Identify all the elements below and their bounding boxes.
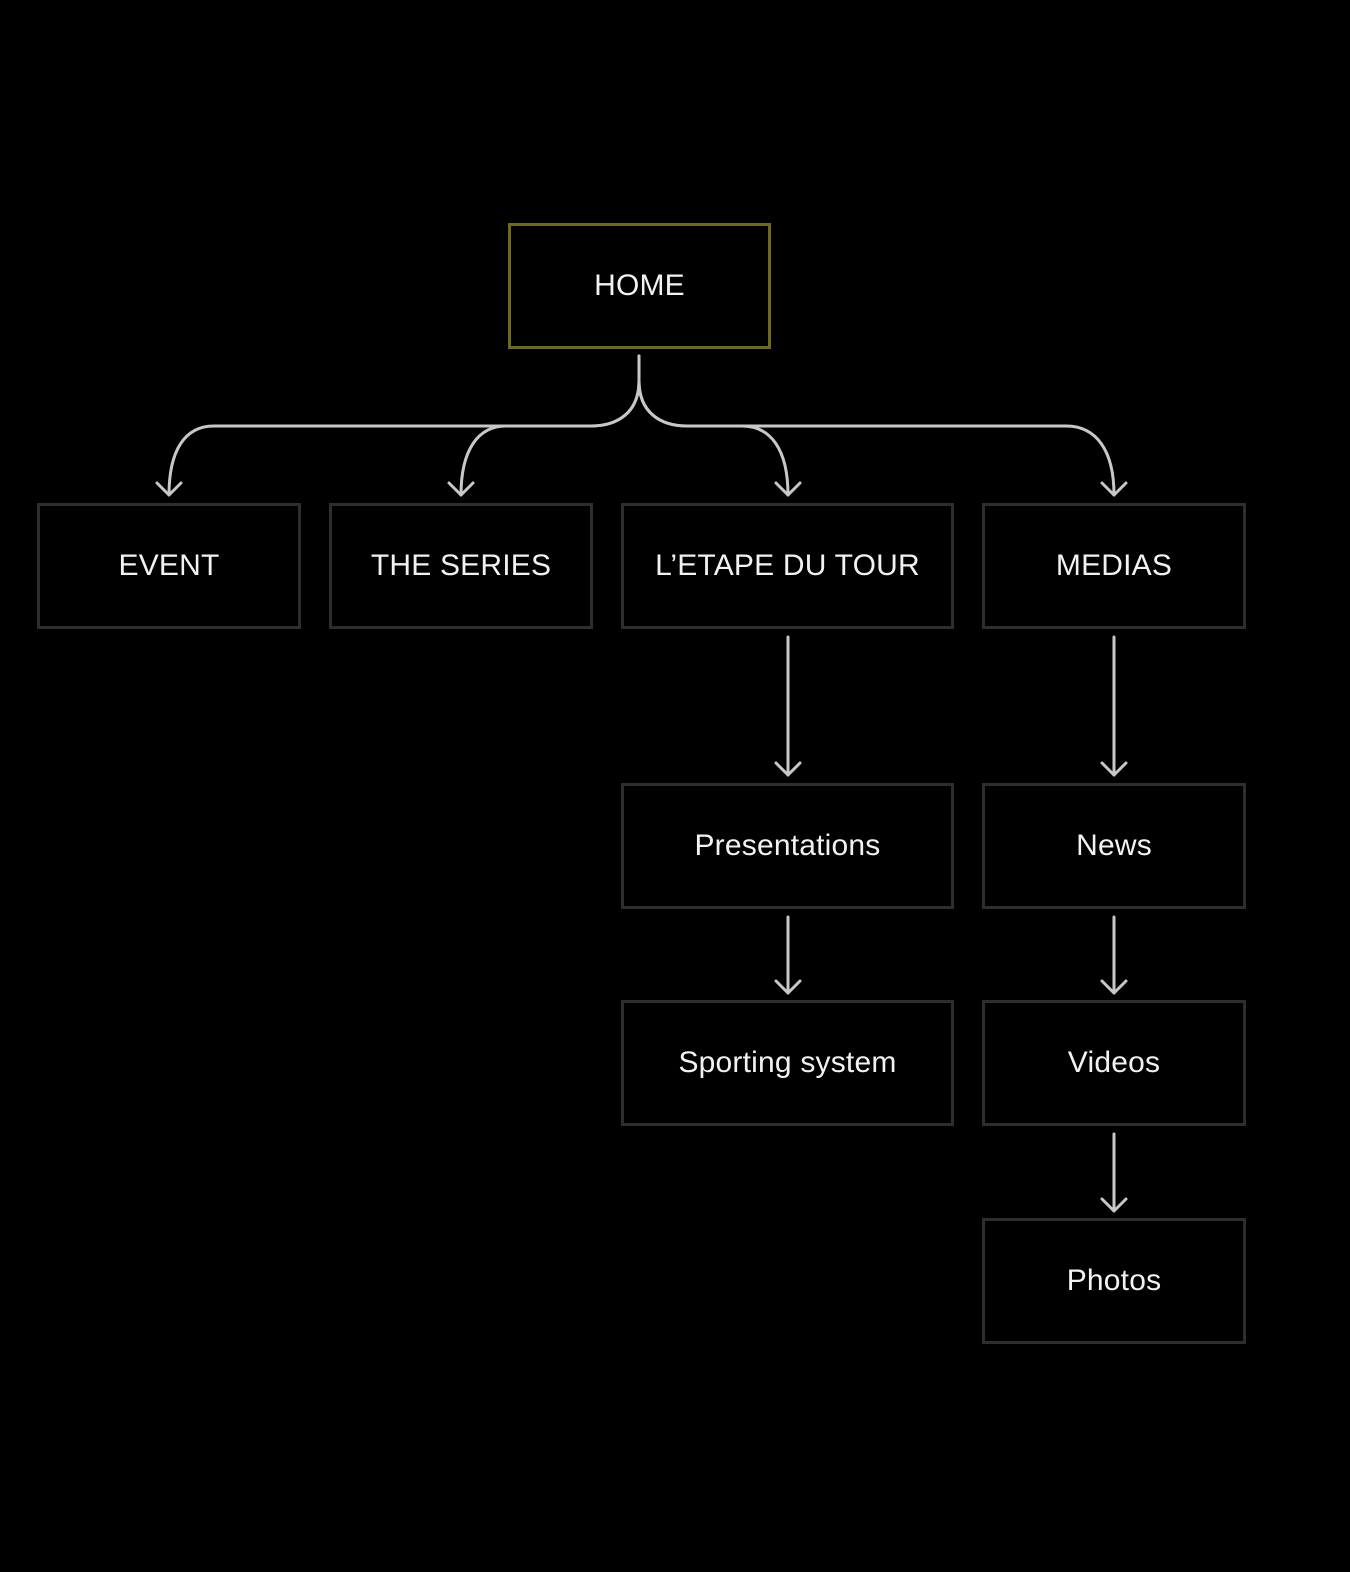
node-photos-label: Photos: [1066, 1264, 1162, 1297]
node-presentations[interactable]: Presentations: [621, 783, 954, 909]
connector-home-to-series: [459, 354, 641, 497]
node-the-series-label: THE SERIES: [370, 549, 552, 582]
node-sporting-system-label: Sporting system: [678, 1046, 897, 1079]
node-home[interactable]: HOME: [508, 223, 771, 349]
node-sporting-system[interactable]: Sporting system: [621, 1000, 954, 1126]
node-event[interactable]: EVENT: [37, 503, 301, 629]
node-letape-du-tour[interactable]: L’ETAPE DU TOUR: [621, 503, 954, 629]
node-event-label: EVENT: [118, 549, 220, 582]
node-medias[interactable]: MEDIAS: [982, 503, 1246, 629]
arrowhead-event: [155, 481, 183, 497]
node-home-label: HOME: [594, 269, 685, 302]
arrowhead-etape: [774, 481, 802, 497]
node-the-series[interactable]: THE SERIES: [329, 503, 593, 629]
node-letape-du-tour-label: L’ETAPE DU TOUR: [655, 549, 920, 582]
node-photos[interactable]: Photos: [982, 1218, 1246, 1344]
node-news[interactable]: News: [982, 783, 1246, 909]
node-news-label: News: [1076, 829, 1152, 862]
arrowhead-photos: [1100, 1197, 1128, 1213]
arrowhead-medias: [1100, 481, 1128, 497]
node-videos-label: Videos: [1067, 1046, 1161, 1079]
node-videos[interactable]: Videos: [982, 1000, 1246, 1126]
arrowhead-sporting: [774, 979, 802, 995]
connector-home-to-medias: [637, 354, 1116, 497]
node-medias-label: MEDIAS: [1055, 549, 1173, 582]
arrowhead-videos: [1100, 979, 1128, 995]
arrowhead-presentations: [774, 761, 802, 777]
node-presentations-label: Presentations: [694, 829, 881, 862]
arrowhead-news: [1100, 761, 1128, 777]
arrowhead-series: [447, 481, 475, 497]
